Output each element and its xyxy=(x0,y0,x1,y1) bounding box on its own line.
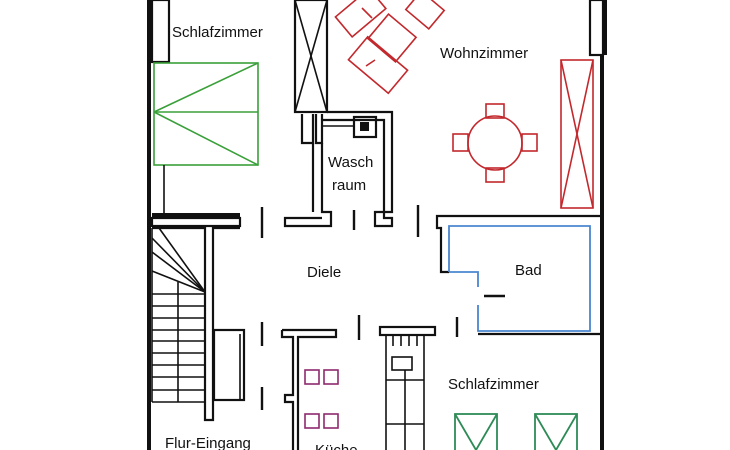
window-right-top xyxy=(588,0,605,57)
staircase xyxy=(151,226,246,422)
room-label-wohnzimmer: Wohnzimmer xyxy=(440,45,528,62)
sofa-set xyxy=(334,0,446,95)
room-label-diele: Diele xyxy=(307,264,341,281)
wall-bedroom-1-bottom xyxy=(152,213,240,218)
room-label-bad: Bad xyxy=(515,262,542,279)
door-markers xyxy=(260,205,505,410)
room-label-schlafzimmer-1: Schlafzimmer xyxy=(172,24,263,41)
living-cabinet xyxy=(560,59,594,209)
dining-table xyxy=(452,103,538,183)
beds-bedroom-2 xyxy=(454,413,578,450)
window-left-top xyxy=(150,0,171,64)
room-label-flur-eingang: Flur-Eingang xyxy=(165,435,251,450)
bed-bedroom-1 xyxy=(153,62,259,166)
room-label-schlafzimmer-2: Schlafzimmer xyxy=(448,376,539,393)
room-label-waschraum-line2: raum xyxy=(332,177,366,194)
kitchen-wall xyxy=(280,328,338,450)
bathroom xyxy=(435,214,600,336)
room-label-waschraum-line1: Wasch xyxy=(328,154,373,171)
kitchen-stove xyxy=(304,369,339,429)
waschraum-walls xyxy=(283,110,394,228)
outer-walls xyxy=(147,0,607,450)
wardrobe xyxy=(293,0,329,114)
shaft xyxy=(378,325,437,450)
wall-bedroom-1-bottom-outline xyxy=(150,216,242,228)
room-label-kueche: Küche xyxy=(315,442,358,450)
